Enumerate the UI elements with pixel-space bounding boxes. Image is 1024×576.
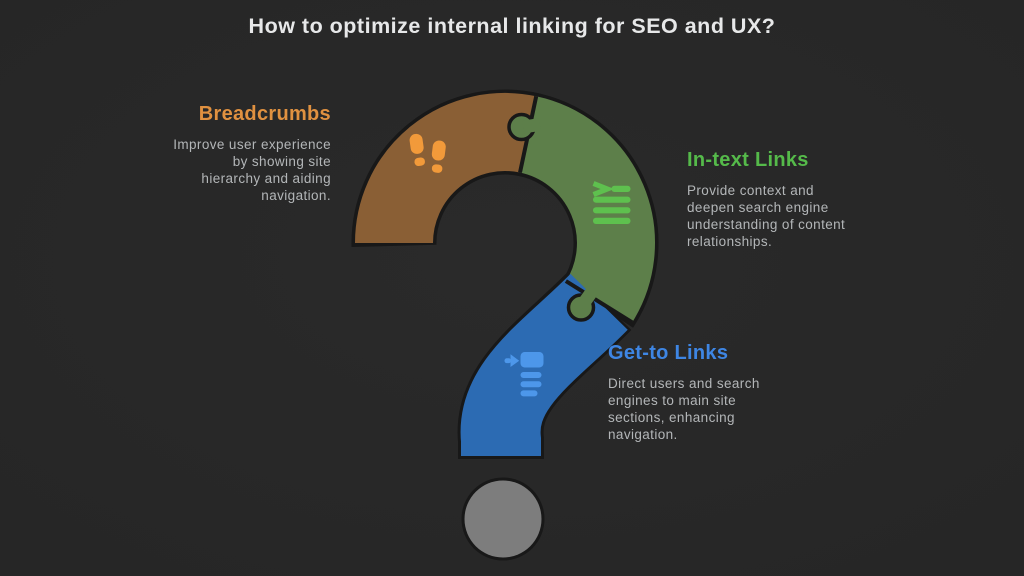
puzzle-knob-top-neck xyxy=(522,118,541,134)
puzzle-knob-bottom-neck xyxy=(575,287,598,311)
list-line xyxy=(520,372,542,378)
body-line: understanding of content xyxy=(687,217,846,232)
section-body-breadcrumbs: Improve user experience by showing site … xyxy=(173,136,331,204)
body-line: Improve user experience xyxy=(173,137,331,152)
list-line xyxy=(520,381,542,388)
list-line xyxy=(593,196,631,203)
section-intext-links: In-text Links Provide context and deepen… xyxy=(687,149,845,250)
section-breadcrumbs: Breadcrumbs Improve user experience by s… xyxy=(173,103,331,204)
seam-green-blue xyxy=(564,279,634,325)
list-line xyxy=(520,390,538,397)
body-line: deepen search engine xyxy=(687,200,829,215)
section-heading-intext-links: In-text Links xyxy=(687,149,809,171)
footprint-left-sole xyxy=(409,133,424,154)
section-heading-breadcrumbs: Breadcrumbs xyxy=(198,103,331,125)
footprint-right-heel xyxy=(431,164,443,173)
body-line: relationships. xyxy=(687,234,773,249)
body-line: Provide context and xyxy=(687,183,814,198)
footprint-right-sole xyxy=(431,140,446,161)
arrow-tail xyxy=(504,358,511,364)
section-heading-getto-links: Get-to Links xyxy=(608,342,729,364)
body-line: navigation. xyxy=(261,188,331,203)
in-text-list-icon xyxy=(592,181,631,224)
footprints-icon xyxy=(409,133,446,173)
arrow-head-icon xyxy=(510,354,520,367)
section-body-getto-links: Direct users and search engines to main … xyxy=(608,375,760,443)
chevron-right-icon xyxy=(592,181,615,197)
section-getto-links: Get-to Links Direct users and search eng… xyxy=(608,342,760,443)
body-line: hierarchy and aiding xyxy=(201,171,331,186)
body-line: sections, enhancing xyxy=(608,410,735,425)
body-line: engines to main site xyxy=(608,393,737,408)
get-to-arrow-icon xyxy=(504,352,544,397)
list-line xyxy=(611,185,631,192)
section-body-intext-links: Provide context and deepen search engine… xyxy=(687,182,845,250)
footprint-left-heel xyxy=(414,157,425,167)
section-box xyxy=(520,352,544,368)
list-line xyxy=(593,217,631,224)
page-title: How to optimize internal linking for SEO… xyxy=(248,14,776,38)
body-line: Direct users and search xyxy=(608,376,760,391)
body-line: by showing site xyxy=(232,154,331,169)
question-mark-dot xyxy=(464,480,542,558)
list-line xyxy=(593,207,631,214)
body-line: navigation. xyxy=(608,427,678,442)
